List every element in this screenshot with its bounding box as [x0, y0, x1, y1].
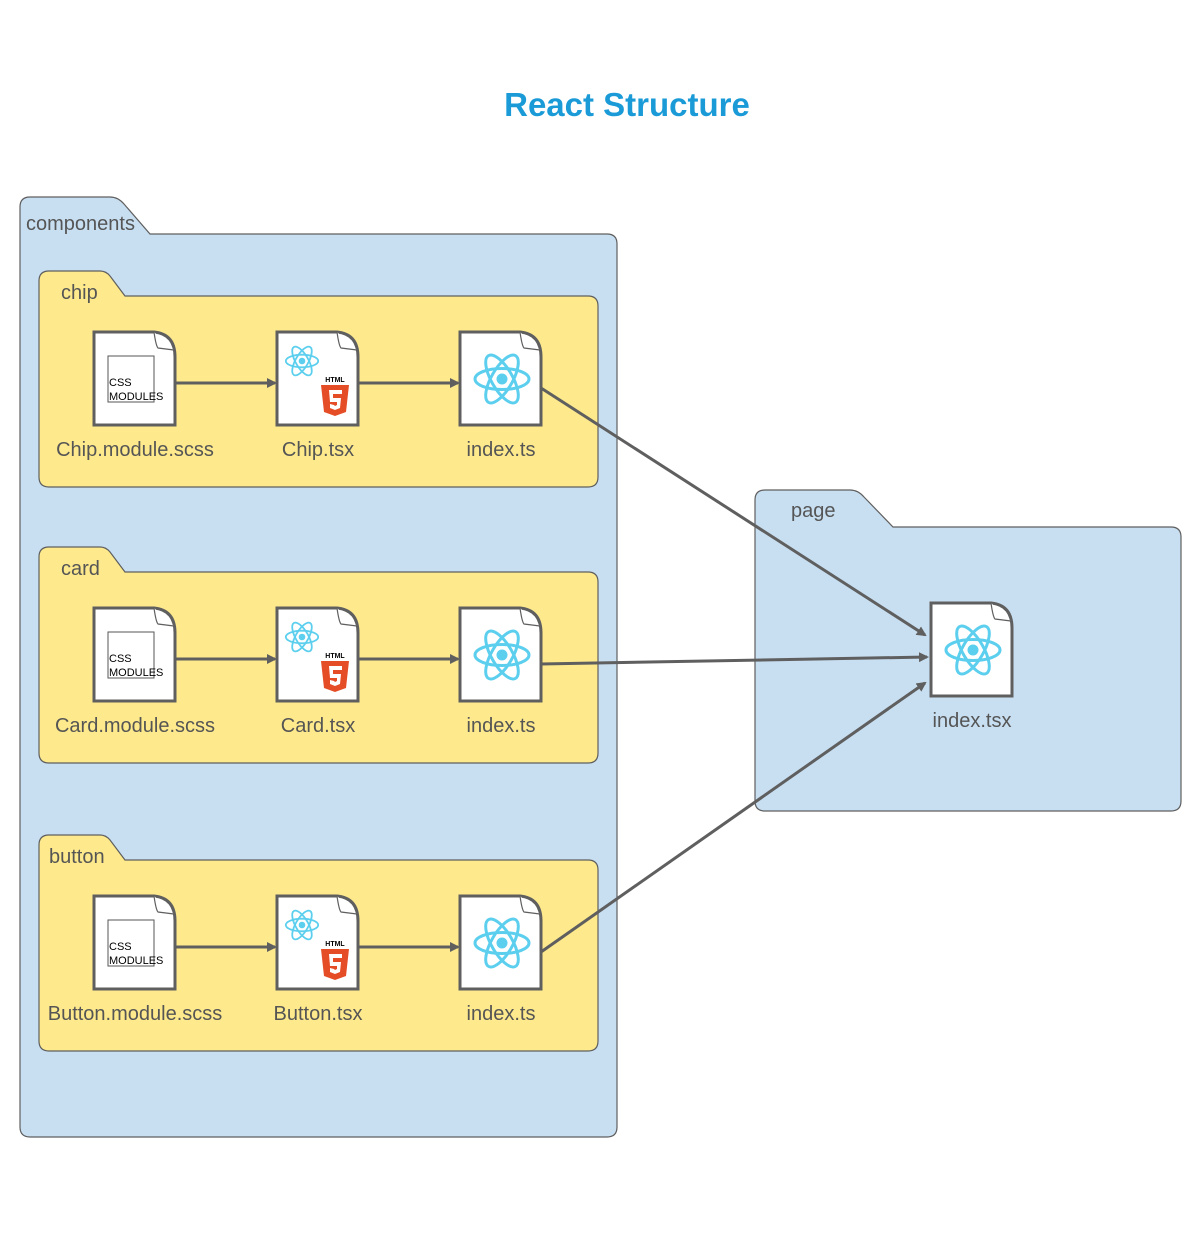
import-arrow-card: [540, 652, 929, 666]
file-css-modules[interactable]: CSS MODULES: [92, 606, 177, 703]
modules-icon-text: MODULES: [109, 667, 163, 679]
file-name-label: Card.module.scss: [55, 715, 215, 737]
css-modules-icon: CSS MODULES: [107, 355, 163, 403]
file-name-label: index.ts: [467, 715, 536, 737]
modules-icon-text: MODULES: [109, 391, 163, 403]
import-arrow-button: [540, 681, 927, 954]
group-folder-label: chip: [61, 282, 98, 304]
html-icon-text: HTML: [325, 941, 345, 948]
file-name-label: Card.tsx: [281, 715, 355, 737]
html5-icon: HTML: [321, 653, 349, 692]
css-icon-text: CSS: [109, 653, 132, 665]
react-icon: [473, 629, 531, 681]
group-folder-label: card: [61, 558, 100, 580]
file-css-modules[interactable]: CSS MODULES: [92, 330, 177, 427]
css-icon-text: CSS: [109, 377, 132, 389]
file-name-label: Chip.module.scss: [56, 439, 214, 461]
react-icon: [284, 345, 320, 377]
file-name-label: index.ts: [467, 439, 536, 461]
html-icon-text: HTML: [325, 653, 345, 660]
diagram-title: React Structure: [504, 86, 750, 123]
group-folder-label: button: [49, 846, 105, 868]
html5-icon: HTML: [321, 377, 349, 416]
react-icon: [284, 909, 320, 941]
file-react[interactable]: [458, 606, 543, 703]
components-folder-label: components: [26, 213, 135, 235]
file-css-modules[interactable]: CSS MODULES: [92, 894, 177, 991]
file-name-label: index.ts: [467, 1003, 536, 1025]
file-react[interactable]: [458, 330, 543, 427]
file-react[interactable]: [458, 894, 543, 991]
file-react-html5[interactable]: HTML: [275, 606, 360, 703]
file-name-label: Chip.tsx: [282, 439, 354, 461]
css-icon-text: CSS: [109, 941, 132, 953]
react-icon: [473, 917, 531, 969]
file-name-label: index.tsx: [933, 710, 1012, 732]
react-icon: [944, 624, 1002, 676]
file-react-html5[interactable]: HTML: [275, 894, 360, 991]
html5-icon: HTML: [321, 941, 349, 980]
file-name-label: Button.module.scss: [48, 1003, 223, 1025]
file-name-label: Button.tsx: [274, 1003, 363, 1025]
react-icon: [473, 353, 531, 405]
css-modules-icon: CSS MODULES: [107, 919, 163, 967]
import-arrow-chip: [540, 386, 927, 637]
file-react[interactable]: [929, 601, 1014, 698]
css-modules-icon: CSS MODULES: [107, 631, 163, 679]
modules-icon-text: MODULES: [109, 955, 163, 967]
file-react-html5[interactable]: HTML: [275, 330, 360, 427]
react-icon: [284, 621, 320, 653]
page-folder-label: page: [791, 500, 836, 522]
html-icon-text: HTML: [325, 377, 345, 384]
